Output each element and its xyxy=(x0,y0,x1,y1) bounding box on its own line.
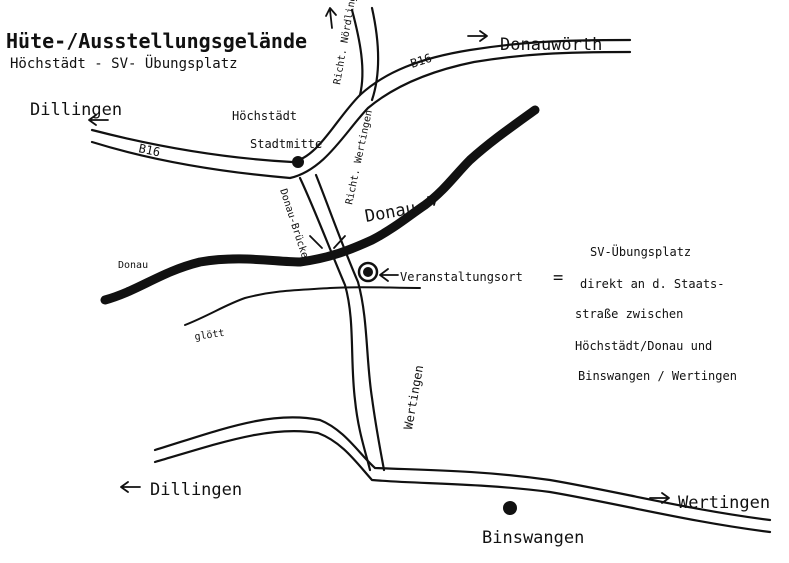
wertingen-se-label: Wertingen xyxy=(678,493,770,513)
map-title: Hüte-/Ausstellungsgelände xyxy=(6,29,307,53)
bridge-marks xyxy=(309,235,346,249)
binswangen-label: Binswangen xyxy=(482,528,584,548)
venue-note-line: Binswangen / Wertingen xyxy=(578,369,737,383)
noerdlingen-road xyxy=(350,6,380,102)
venue-note-line: Höchstädt/Donau und xyxy=(575,339,712,353)
richt-noerdlingen-label: Richt. Nördlingen xyxy=(332,0,361,86)
wertingen-se-arrow-icon xyxy=(649,492,670,504)
staatsstrasse-road xyxy=(298,173,386,472)
donau-label-east: Donau xyxy=(363,198,417,227)
b16-label-west: B16 xyxy=(137,141,161,159)
donauwoerth-label: Donauwörth xyxy=(500,35,602,55)
gloett-label: glött xyxy=(194,328,225,343)
venue-pointer-arrow-icon xyxy=(379,268,399,282)
venue-equals-sign: = xyxy=(553,268,563,288)
venue-label: Veranstaltungsort xyxy=(400,270,523,284)
venue-note-line: straße zwischen xyxy=(575,307,683,321)
dillingen-nw-label: Dillingen xyxy=(30,100,122,120)
venue-note-line: SV-Übungsplatz xyxy=(590,243,691,259)
b16-label-east: B16 xyxy=(409,51,434,71)
dillingen-sw-arrow-icon xyxy=(120,481,141,493)
venue-note: SV-Übungsplatz direkt an d. Staats- stra… xyxy=(575,243,737,383)
dillingen-sw-label: Dillingen xyxy=(150,480,242,500)
gloett-creek xyxy=(184,286,421,326)
hoechstaedt-label: Höchstädt xyxy=(232,109,297,123)
hoechstaedt-marker xyxy=(292,156,304,168)
donaubruecke-label: Donau-Brücke xyxy=(277,188,310,260)
richt-wertingen-label: Richt. Wertingen xyxy=(344,109,375,206)
donau-flow-arrow-icon xyxy=(417,196,437,211)
noerdlingen-arrow-icon xyxy=(325,7,337,29)
donau-label-west: Donau xyxy=(118,260,148,271)
donau-river xyxy=(100,105,540,305)
venue-note-line: direkt an d. Staats- xyxy=(580,277,725,291)
venue-marker-icon xyxy=(357,261,379,283)
wertingen-road-label: Wertingen xyxy=(401,364,426,430)
southern-road xyxy=(153,416,772,534)
map-subtitle: Höchstädt - SV- Übungsplatz xyxy=(10,54,238,72)
binswangen-marker xyxy=(503,501,517,515)
stadtmitte-label: Stadtmitte xyxy=(250,137,322,151)
dillingen-nw-arrow-icon xyxy=(88,114,109,126)
donauwoerth-arrow-icon xyxy=(467,30,488,42)
